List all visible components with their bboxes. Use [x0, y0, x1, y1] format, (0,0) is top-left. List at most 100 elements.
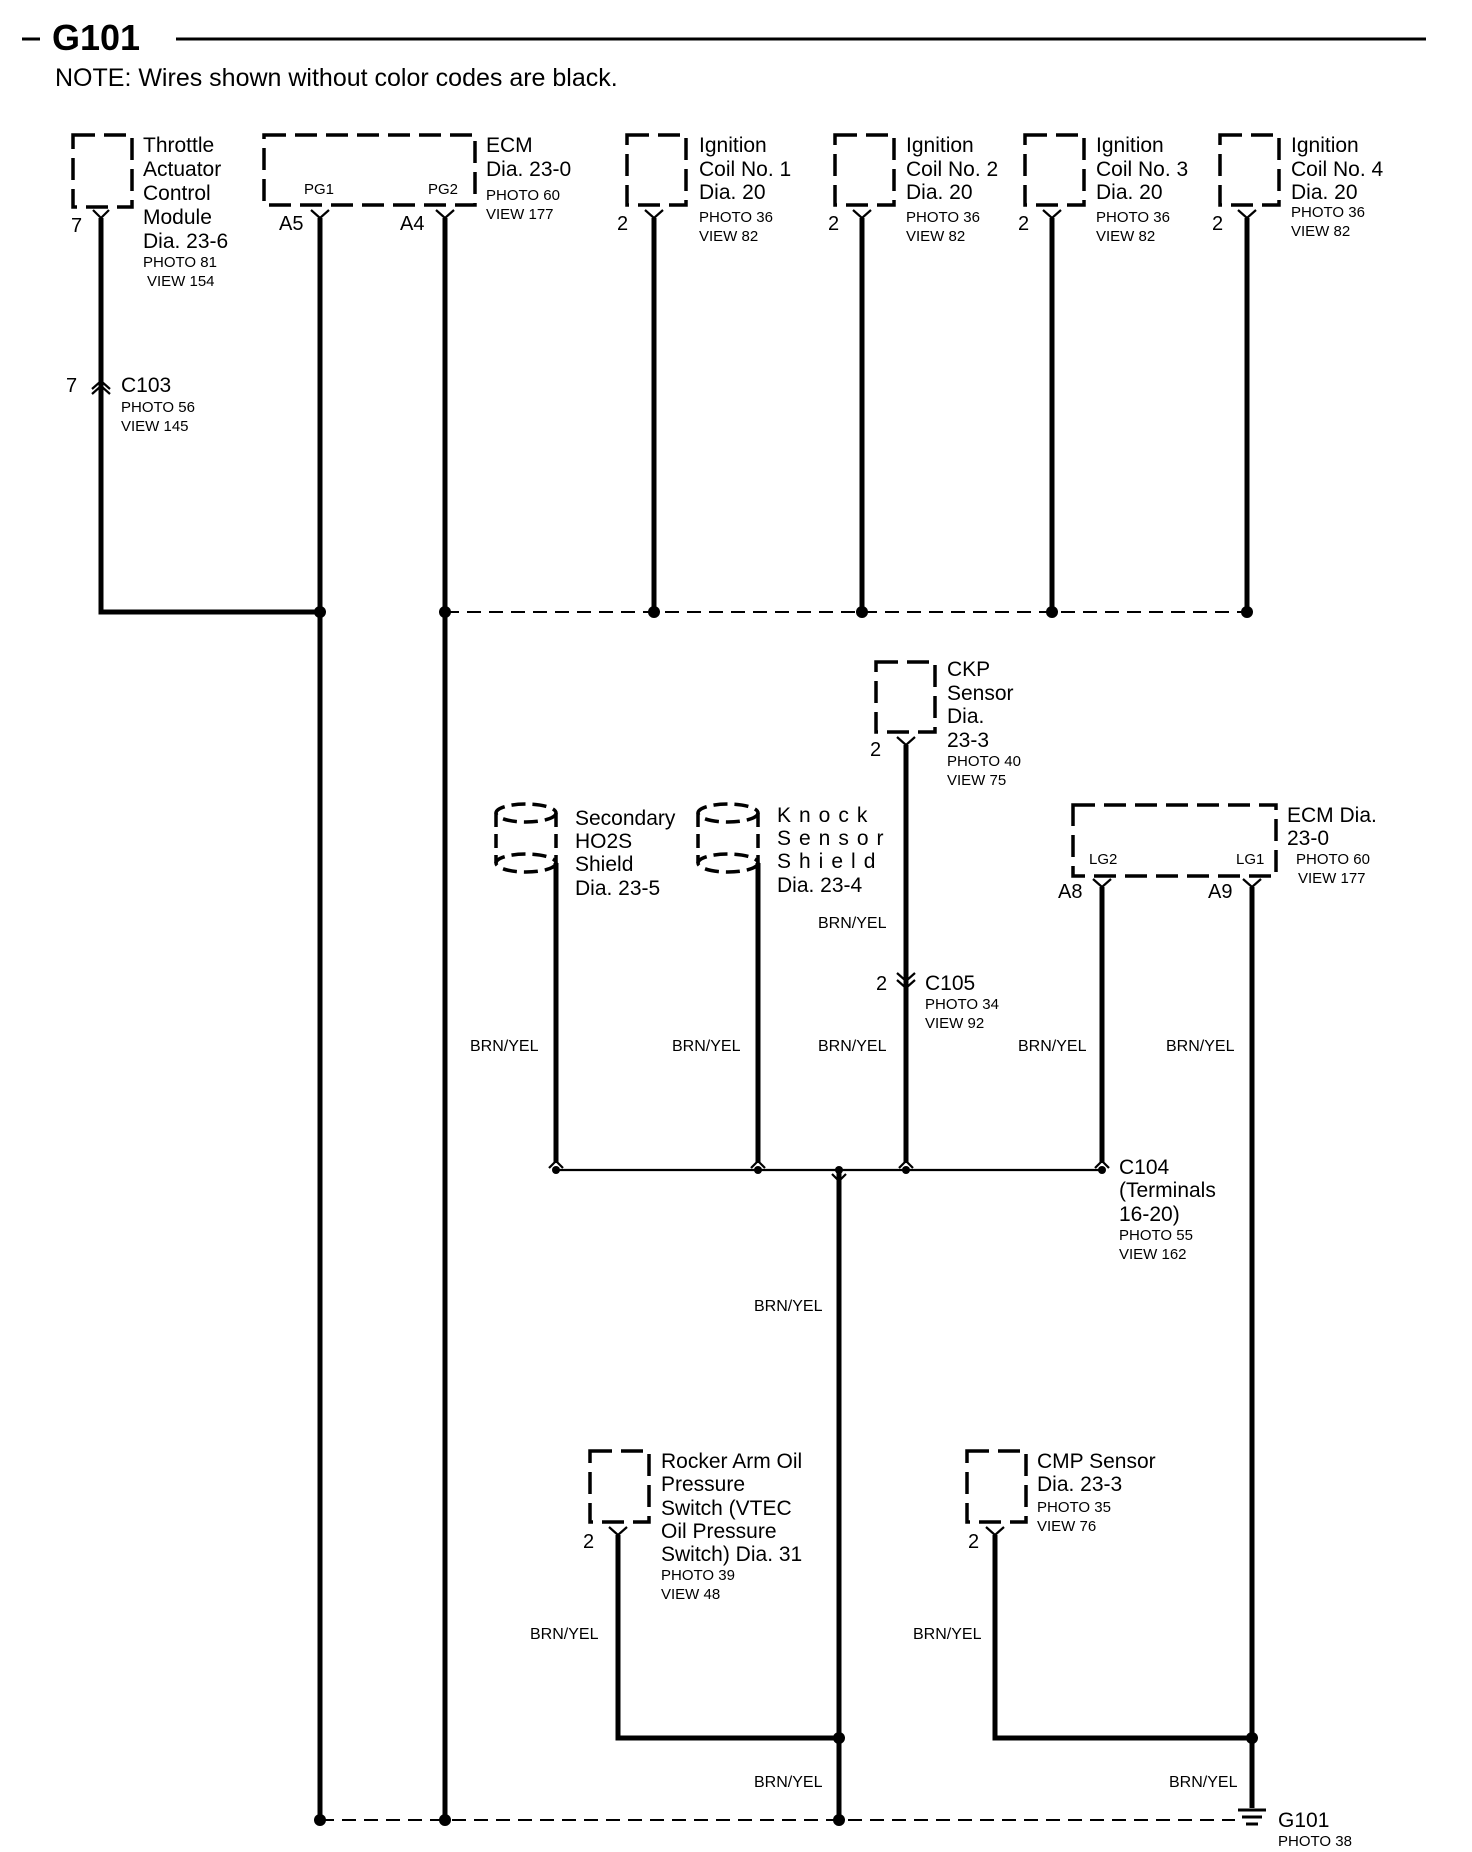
wire-color-label: BRN/YEL	[754, 1298, 823, 1315]
splice-dot	[833, 1732, 845, 1744]
ignition-coil-4: Ignition Coil No. 4 Dia. 20 PHOTO 36 VIE…	[1212, 133, 1384, 240]
throttle-label-4: Module	[143, 206, 212, 229]
c104-junction-dot	[754, 1166, 762, 1174]
ho2s-shield: Secondary HO2S Shield Dia. 23-5	[494, 802, 676, 900]
top-wires	[98, 218, 1250, 1820]
ho2s-label-3: Shield	[575, 853, 633, 876]
coil3-pin: 2	[1018, 213, 1029, 235]
ho2s-shield-bottom	[494, 852, 558, 874]
coil2-view: VIEW 82	[906, 228, 965, 245]
splice-dot	[1246, 1732, 1258, 1744]
coil3-view: VIEW 82	[1096, 228, 1155, 245]
rocker-label-5: Switch) Dia. 31	[661, 1543, 802, 1566]
splice-dot	[1046, 606, 1058, 618]
ecm-bottom: LG2 LG1 ECM Dia. 23-0 PHOTO 60 VIEW 177 …	[1058, 803, 1377, 903]
knock-label-1: Knock	[777, 804, 875, 827]
c105-pin: 2	[876, 973, 887, 995]
knock-shield-top	[696, 802, 760, 824]
coil1-photo: PHOTO 36	[699, 209, 773, 226]
wire-color-label: BRN/YEL	[818, 1038, 887, 1055]
c104-terminal-chevron	[831, 1173, 847, 1183]
c104-photo: PHOTO 55	[1119, 1227, 1193, 1244]
ecm-bottom-label-1: ECM Dia.	[1287, 804, 1377, 827]
g101-label: G101	[1278, 1809, 1329, 1832]
rocker-label-1: Rocker Arm Oil	[661, 1450, 802, 1473]
c104-junction-dot	[1098, 1166, 1106, 1174]
coil2-pin: 2	[828, 213, 839, 235]
rocker-box	[588, 1449, 651, 1524]
wire-color-label: BRN/YEL	[913, 1626, 982, 1643]
cmp-label-2: Dia. 23-3	[1037, 1473, 1122, 1496]
throttle-ground-wire	[98, 218, 320, 615]
coil3-label-2: Coil No. 3	[1096, 158, 1188, 181]
coil1-pin: 2	[617, 213, 628, 235]
coil1-receptacle	[644, 209, 664, 220]
rocker-label-3: Switch (VTEC	[661, 1497, 792, 1520]
ignition-coil-1: Ignition Coil No. 1 Dia. 20 PHOTO 36 VIE…	[617, 133, 791, 245]
coil3-box	[1023, 133, 1086, 207]
coil3-receptacle	[1042, 209, 1062, 220]
note-text: NOTE: Wires shown without color codes ar…	[55, 64, 618, 92]
splice-dot	[833, 1814, 845, 1826]
ecm-bottom-label-2: 23-0	[1287, 827, 1329, 850]
wire-color-label: BRN/YEL	[530, 1626, 599, 1643]
knock-shield-bottom	[696, 852, 760, 874]
coil1-view: VIEW 82	[699, 228, 758, 245]
ecm-top-view: VIEW 177	[486, 206, 554, 223]
g101-photo: PHOTO 38	[1278, 1833, 1352, 1850]
ecm-bottom-photo: PHOTO 60	[1296, 851, 1370, 868]
ecm-pin-a5: A5	[279, 213, 303, 235]
coil2-receptacle	[852, 209, 872, 220]
coil4-label-1: Ignition	[1291, 134, 1359, 157]
throttle-photo: PHOTO 81	[143, 254, 217, 271]
ecm-a4-receptacle	[435, 209, 455, 220]
ho2s-label-1: Secondary	[575, 807, 676, 830]
ecm-lg2-label: LG2	[1089, 851, 1117, 868]
throttle-pin-receptacle	[92, 209, 110, 220]
ecm-a5-receptacle	[310, 209, 330, 220]
coil3-photo: PHOTO 36	[1096, 209, 1170, 226]
coil2-label-1: Ignition	[906, 134, 974, 157]
c103-pin: 7	[66, 375, 77, 397]
c103-photo: PHOTO 56	[121, 399, 195, 416]
c104-terminal-chevron	[548, 1159, 564, 1169]
c104-view: VIEW 162	[1119, 1246, 1187, 1263]
coil2-label-3: Dia. 20	[906, 181, 973, 204]
throttle-label-5: Dia. 23-6	[143, 230, 228, 253]
c104-connector: C104 (Terminals 16-20) PHOTO 55 VIEW 162	[1119, 1156, 1216, 1263]
throttle-box	[71, 133, 134, 209]
c103-label: C103	[121, 374, 171, 397]
ecm-pin-a4: A4	[400, 213, 424, 235]
coil3-label-1: Ignition	[1096, 134, 1164, 157]
knock-label-4: Dia. 23-4	[777, 874, 863, 897]
throttle-label-3: Control	[143, 182, 211, 205]
cmp-view: VIEW 76	[1037, 1518, 1096, 1535]
coil1-label-3: Dia. 20	[699, 181, 766, 204]
c105-label: C105	[925, 972, 975, 995]
wire-color-label: BRN/YEL	[1169, 1774, 1238, 1791]
ecm-top-box	[262, 133, 477, 207]
ecm-bottom-box	[1071, 803, 1278, 878]
ckp-receptacle	[896, 736, 916, 747]
c104-terminal-chevron	[1094, 1159, 1110, 1169]
c104-junction-dot	[835, 1166, 843, 1174]
rocker-receptacle	[608, 1526, 628, 1537]
ckp-pin: 2	[870, 739, 881, 761]
coil4-label-2: Coil No. 4	[1291, 158, 1384, 181]
top-pin-receptacles	[92, 209, 1257, 220]
coil1-box	[625, 133, 688, 207]
ecm-pin-a8: A8	[1058, 881, 1082, 903]
wire-color-label: BRN/YEL	[470, 1038, 539, 1055]
ecm-pg2-label: PG2	[428, 181, 458, 198]
cmp-label-1: CMP Sensor	[1037, 1450, 1156, 1473]
splice-dot	[439, 1814, 451, 1826]
splice-dot	[314, 606, 326, 618]
cmp-photo: PHOTO 35	[1037, 1499, 1111, 1516]
ecm-a8-receptacle	[1092, 878, 1112, 889]
wire-color-label: BRN/YEL	[1166, 1038, 1235, 1055]
throttle-view: VIEW 154	[147, 273, 215, 290]
c104-label-3: 16-20)	[1119, 1203, 1180, 1226]
rocker-view: VIEW 48	[661, 1586, 720, 1603]
wire-color-label: BRN/YEL	[672, 1038, 741, 1055]
ckp-view: VIEW 75	[947, 772, 1006, 789]
